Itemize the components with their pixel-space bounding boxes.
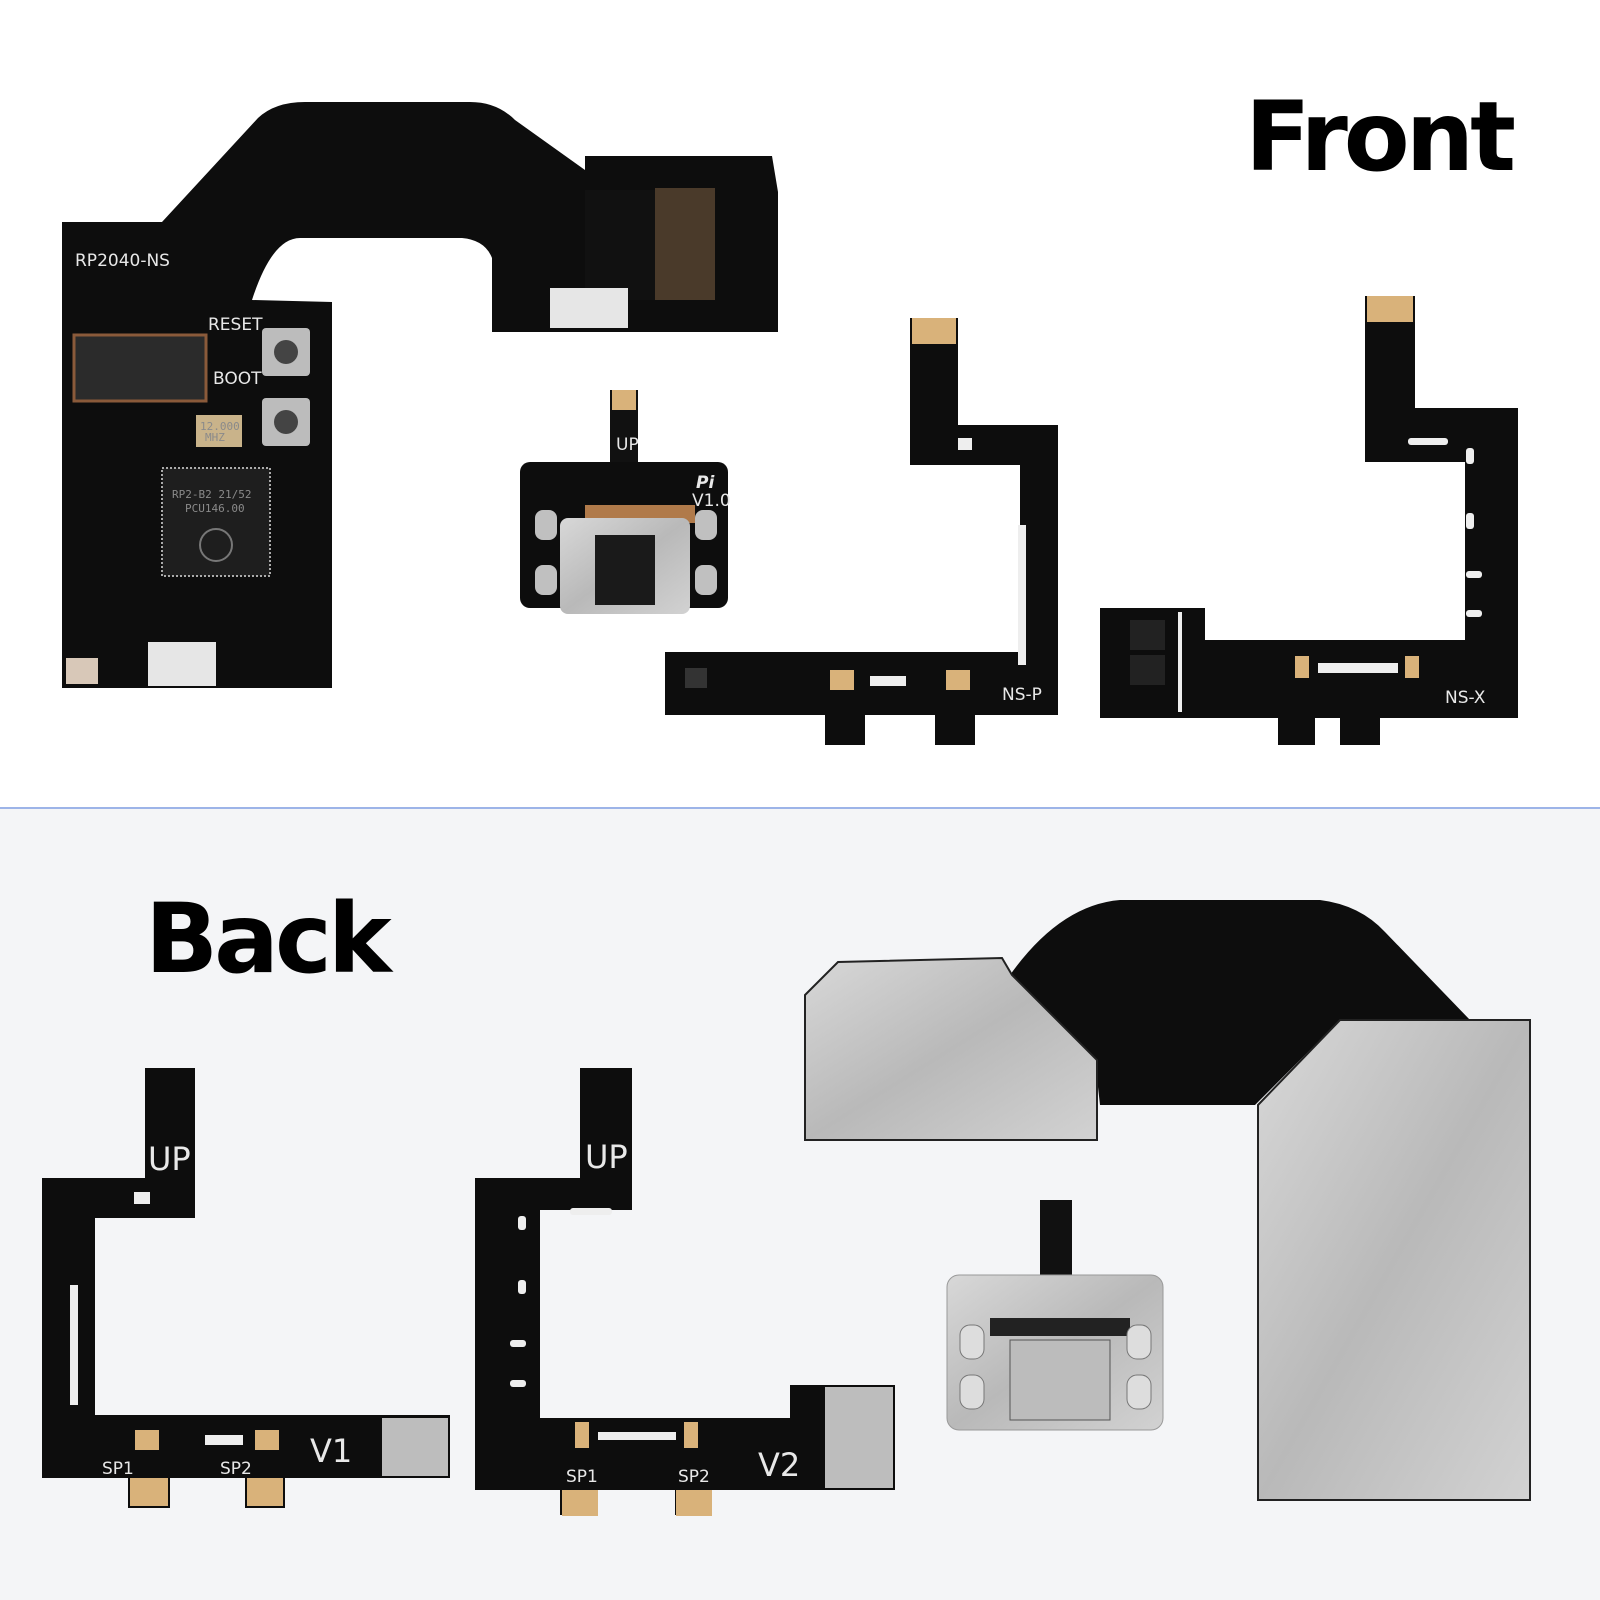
rp2040-ns-board-front: RP2040-NS RESET BOOT 12.000 MHZ RP2-B2 2…	[62, 102, 778, 688]
board-connector	[72, 333, 208, 403]
back-heading: Back	[145, 883, 394, 995]
svg-text:RP2-B2 21/52: RP2-B2 21/52	[172, 488, 251, 501]
boot-label: BOOT	[213, 369, 262, 389]
v2-board-back: UP SP1 SP2 V2	[475, 1068, 895, 1516]
usb-c-board-front: UP Pi V1.0	[520, 390, 731, 614]
svg-text:Pi: Pi	[696, 473, 715, 493]
svg-text:NS-X: NS-X	[1445, 688, 1486, 708]
svg-text:V1: V1	[310, 1432, 352, 1470]
reset-label: RESET	[208, 315, 263, 335]
svg-text:SP1: SP1	[102, 1459, 134, 1479]
board-name-label: RP2040-NS	[75, 251, 170, 271]
svg-text:MHZ: MHZ	[205, 431, 225, 444]
svg-text:NS-P: NS-P	[1002, 685, 1042, 705]
svg-text:V1.0: V1.0	[692, 491, 731, 511]
svg-text:UP: UP	[585, 1138, 628, 1176]
svg-text:12.000: 12.000	[200, 420, 240, 433]
svg-text:SP2: SP2	[678, 1467, 710, 1487]
rp2040-chip	[161, 467, 271, 577]
svg-text:UP: UP	[616, 435, 639, 455]
rp2040-ns-board-back	[804, 900, 1531, 1501]
svg-text:V2: V2	[758, 1446, 800, 1484]
crystal	[196, 415, 242, 447]
svg-text:SP1: SP1	[566, 1467, 598, 1487]
ribbon-connector	[655, 188, 715, 300]
svg-text:UP: UP	[148, 1140, 191, 1178]
v1-board-back: UP SP1 SP2 V1	[42, 1068, 450, 1508]
jst-connector	[550, 288, 628, 328]
usb-c-board-back	[946, 1200, 1164, 1431]
ns-x-board: NS-X	[1100, 296, 1518, 745]
ns-p-board: NS-P	[665, 318, 1058, 745]
front-heading: Front	[1245, 81, 1514, 193]
svg-text:PCU146.00: PCU146.00	[185, 502, 245, 515]
svg-text:SP2: SP2	[220, 1459, 252, 1479]
